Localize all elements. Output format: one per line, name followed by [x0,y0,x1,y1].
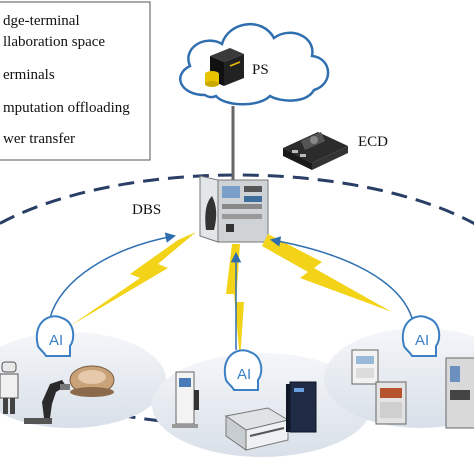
control-cabinet-icon [376,382,406,424]
robot-vacuum-icon [70,366,114,397]
power-bolt-center [226,244,244,360]
ai-head-icon-right: AI [403,316,439,356]
legend-item-offloading: mputation offloading [3,100,130,116]
ps-label: PS [252,62,269,78]
smart-meter-icon [352,350,378,384]
ecd-label: ECD [358,134,388,150]
legend-item-terminals: erminals [3,67,55,83]
ai-label-center: AI [237,366,251,383]
power-bolt-right [262,234,392,312]
ups-cabinet-icon [286,382,316,432]
ai-label-left: AI [49,332,63,349]
ai-label-right: AI [415,332,429,349]
edge-computing-device-icon [283,132,348,170]
ai-head-icon-center: AI [225,350,261,390]
switchgear-icon [446,358,474,428]
distribution-cabinet-icon [200,176,268,242]
legend-item-collaboration-1: dge-terminal [3,13,80,29]
power-bolt-left [70,232,196,326]
offload-arrow-left [50,236,174,318]
legend-item-collaboration-2: llaboration space [3,34,105,50]
dbs-label: DBS [132,202,161,218]
legend: dge-terminal llaboration space erminals … [0,2,150,160]
legend-item-power: wer transfer [3,131,75,147]
ai-head-icon-left: AI [37,316,73,356]
